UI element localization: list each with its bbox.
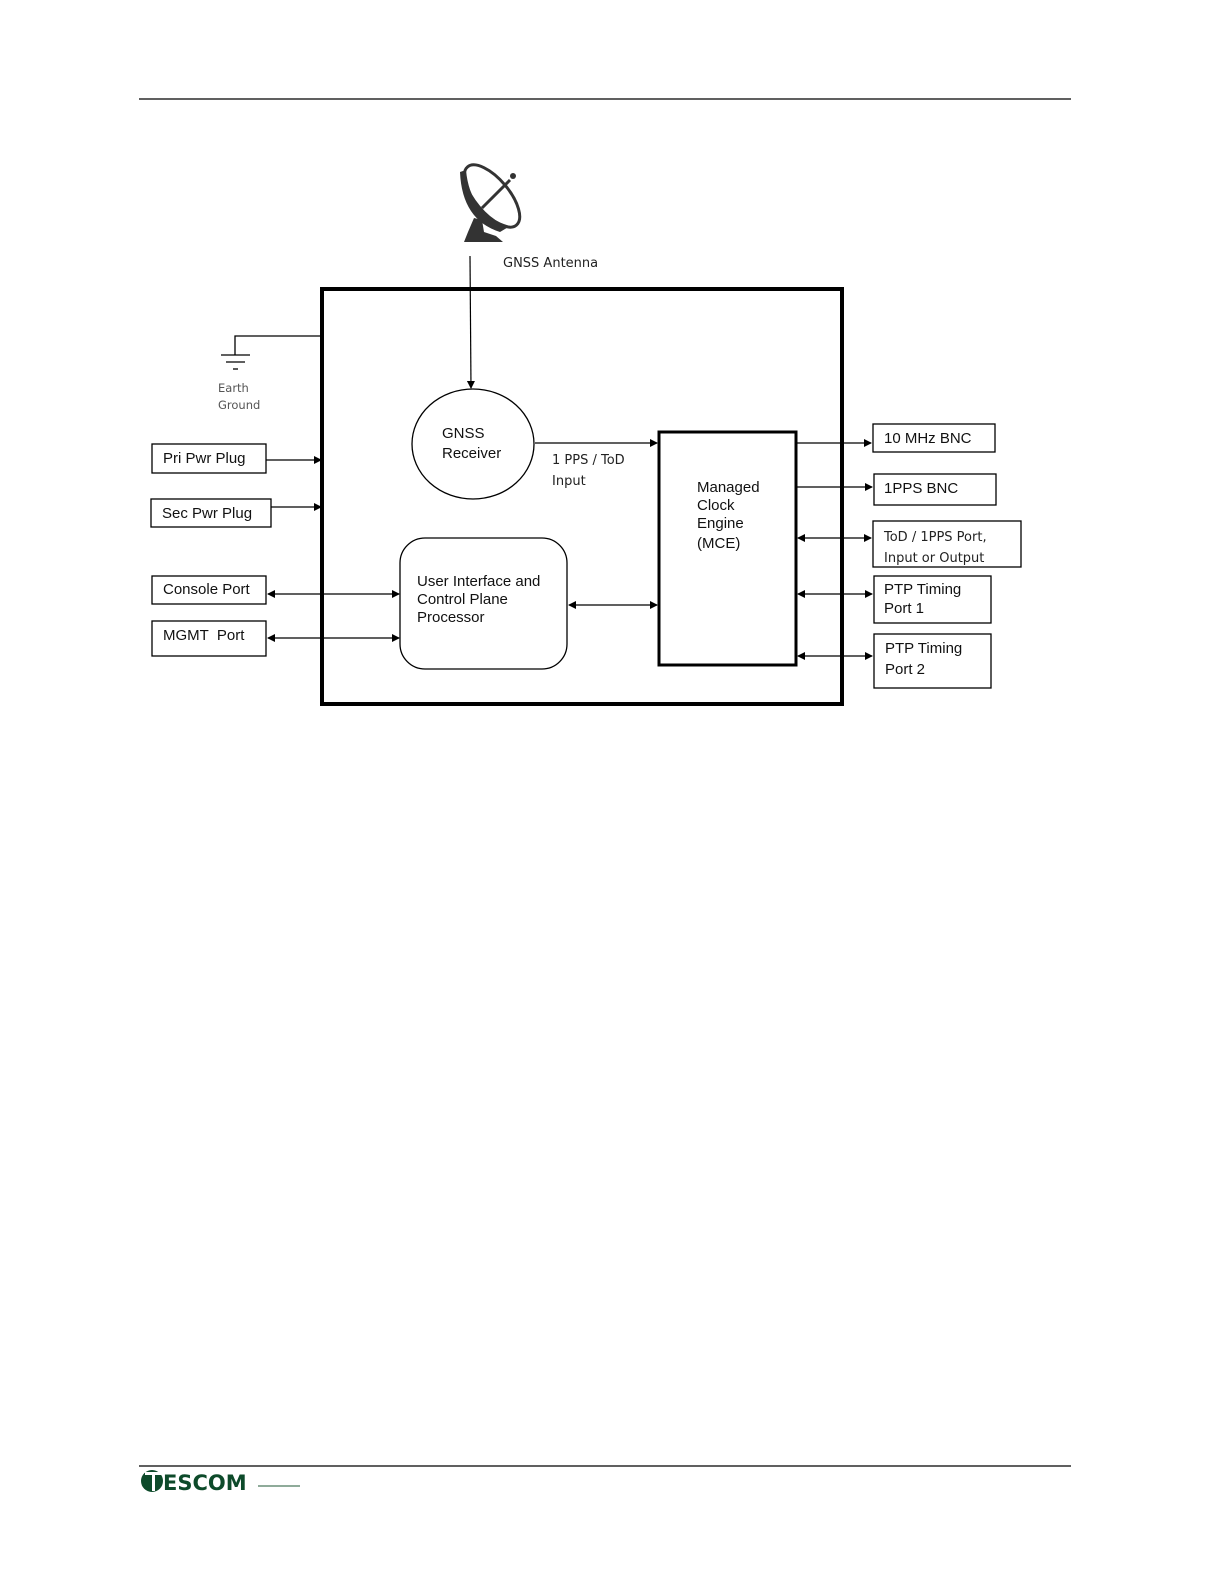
antenna-connection bbox=[466, 255, 475, 389]
logo-text: ESCOM bbox=[163, 1471, 247, 1495]
svg-text:Input or Output: Input or Output bbox=[884, 551, 984, 566]
earth-ground-icon bbox=[221, 335, 320, 370]
right-port-1pps: 1PPS BNC bbox=[797, 473, 997, 506]
right-port-ptp1: PTP Timing Port 1 bbox=[797, 575, 992, 624]
mce-label-2: Clock bbox=[697, 497, 735, 514]
svg-text:Port 1: Port 1 bbox=[884, 600, 924, 617]
mce-label-1: Managed bbox=[697, 479, 760, 496]
mce-block bbox=[657, 430, 798, 667]
svg-text:MGMT Port: MGMT Port bbox=[163, 627, 245, 644]
ui-label-3: Processor bbox=[417, 609, 485, 626]
gnss-receiver-label-2: Receiver bbox=[442, 445, 501, 462]
ground-label-2: Ground bbox=[218, 398, 260, 412]
tescom-logo: ESCOM bbox=[141, 1470, 300, 1495]
mce-label-3: Engine bbox=[697, 515, 744, 532]
ui-label-1: User Interface and bbox=[417, 573, 540, 590]
left-port-pri-pwr: Pri Pwr Plug bbox=[151, 443, 322, 474]
mce-label-4: (MCE) bbox=[697, 535, 740, 552]
pps-label-1: 1 PPS / ToD bbox=[552, 453, 625, 468]
left-port-sec-pwr: Sec Pwr Plug bbox=[150, 498, 322, 528]
device-enclosure bbox=[320, 287, 844, 706]
ground-label-1: Earth bbox=[218, 381, 249, 395]
svg-text:Sec Pwr Plug: Sec Pwr Plug bbox=[162, 505, 252, 522]
satellite-dish-icon bbox=[460, 163, 522, 242]
svg-text:PTP Timing: PTP Timing bbox=[884, 581, 961, 598]
right-port-ptp2: PTP Timing Port 2 bbox=[797, 633, 992, 689]
right-port-tod: ToD / 1PPS Port, Input or Output bbox=[797, 520, 1022, 568]
svg-text:ToD / 1PPS Port,: ToD / 1PPS Port, bbox=[883, 530, 987, 545]
left-port-console: Console Port bbox=[151, 575, 400, 605]
svg-text:1PPS BNC: 1PPS BNC bbox=[884, 480, 958, 497]
right-port-10mhz: 10 MHz BNC bbox=[797, 423, 996, 453]
ui-label-2: Control Plane bbox=[417, 591, 508, 608]
svg-text:Console Port: Console Port bbox=[163, 581, 251, 598]
antenna-label: GNSS Antenna bbox=[503, 256, 598, 271]
gnss-receiver bbox=[411, 388, 535, 500]
ui-processor-block bbox=[399, 537, 568, 670]
svg-text:10 MHz BNC: 10 MHz BNC bbox=[884, 430, 972, 447]
gnss-receiver-label-1: GNSS bbox=[442, 425, 485, 442]
svg-text:PTP Timing: PTP Timing bbox=[885, 640, 962, 657]
svg-text:Port 2: Port 2 bbox=[885, 661, 925, 678]
pps-label-2: Input bbox=[552, 474, 586, 489]
left-port-mgmt: MGMT Port bbox=[151, 620, 400, 657]
svg-text:Pri Pwr Plug: Pri Pwr Plug bbox=[163, 450, 246, 467]
